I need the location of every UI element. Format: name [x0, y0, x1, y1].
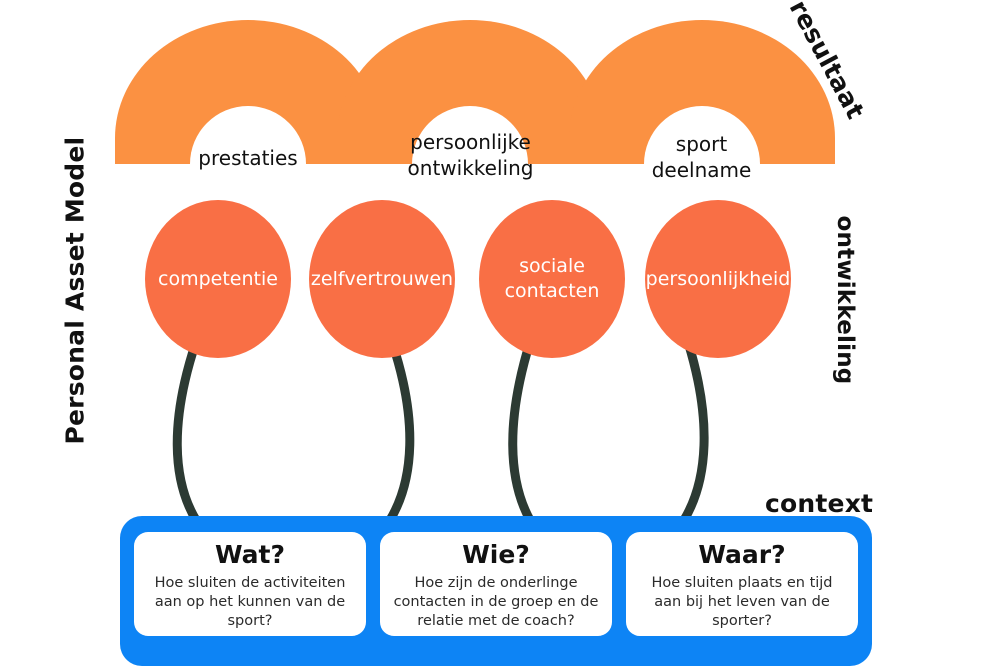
asset-label-line1: sociale	[519, 255, 585, 277]
context-card-body: Hoe zijn de onderlinge contacten in de g…	[393, 575, 599, 629]
asset-circle-zelfvertrouwen[interactable]: zelfvertrouwen	[309, 200, 455, 358]
stem-sociale-contacten	[508, 337, 535, 525]
arch-caption-line1: sport	[675, 132, 728, 156]
arch-caption-line1: prestaties	[198, 146, 298, 170]
asset-circle-label: competentie	[158, 267, 278, 292]
context-card-title: Waar?	[698, 540, 786, 569]
arch-band	[115, 20, 835, 164]
asset-label-line1: persoonlijkheid	[645, 267, 791, 290]
asset-circle-label: sociale contacten	[505, 254, 600, 304]
context-card-body: Hoe sluiten de activiteiten aan op het k…	[154, 575, 346, 629]
arch-shape-prestaties	[115, 20, 381, 164]
arch-shape-persoonlijke-ontwikkeling	[337, 20, 603, 164]
arch-caption-persoonlijke-ontwikkeling: persoonlijke ontwikkeling	[389, 129, 552, 181]
context-card-waar[interactable]: Waar? Hoe sluiten plaats en tijd aan bij…	[626, 532, 858, 636]
stem-zelfvertrouwen	[385, 337, 415, 525]
arch-caption-prestaties: prestaties	[168, 145, 328, 171]
arch-caption-sport-deelname: sport deelname	[620, 131, 783, 183]
asset-circle-competentie[interactable]: competentie	[145, 200, 291, 358]
arch-caption-line2: ontwikkeling	[407, 156, 534, 180]
asset-circle-persoonlijkheid[interactable]: persoonlijkheid	[645, 200, 791, 358]
context-card-wat[interactable]: Wat? Hoe sluiten de activiteiten aan op …	[134, 532, 366, 636]
context-band: Wat? Hoe sluiten de activiteiten aan op …	[120, 516, 872, 666]
label-context: context	[765, 489, 874, 518]
context-card-title: Wat?	[214, 540, 285, 569]
asset-label-line2: contacten	[504, 280, 600, 302]
context-card-body: Hoe sluiten plaats en tijd aan bij het l…	[651, 575, 833, 629]
asset-circle-sociale-contacten[interactable]: sociale contacten	[479, 200, 625, 358]
arch-caption-line1: persoonlijke	[410, 130, 531, 154]
stem-competentie	[172, 337, 201, 525]
stem-persoonlijkheid	[679, 337, 709, 525]
context-card-wie[interactable]: Wie? Hoe zijn de onderlinge contacten in…	[380, 532, 612, 636]
asset-circle-label: persoonlijkheid	[646, 267, 791, 292]
asset-label-line1: zelfvertrouwen	[310, 267, 454, 290]
context-card-title: Wie?	[462, 540, 530, 569]
asset-label-line1: competentie	[158, 267, 278, 290]
arch-caption-line2: deelname	[651, 158, 752, 182]
asset-circle-label: zelfvertrouwen	[311, 267, 453, 292]
arch-shape-sport-deelname	[569, 20, 835, 164]
